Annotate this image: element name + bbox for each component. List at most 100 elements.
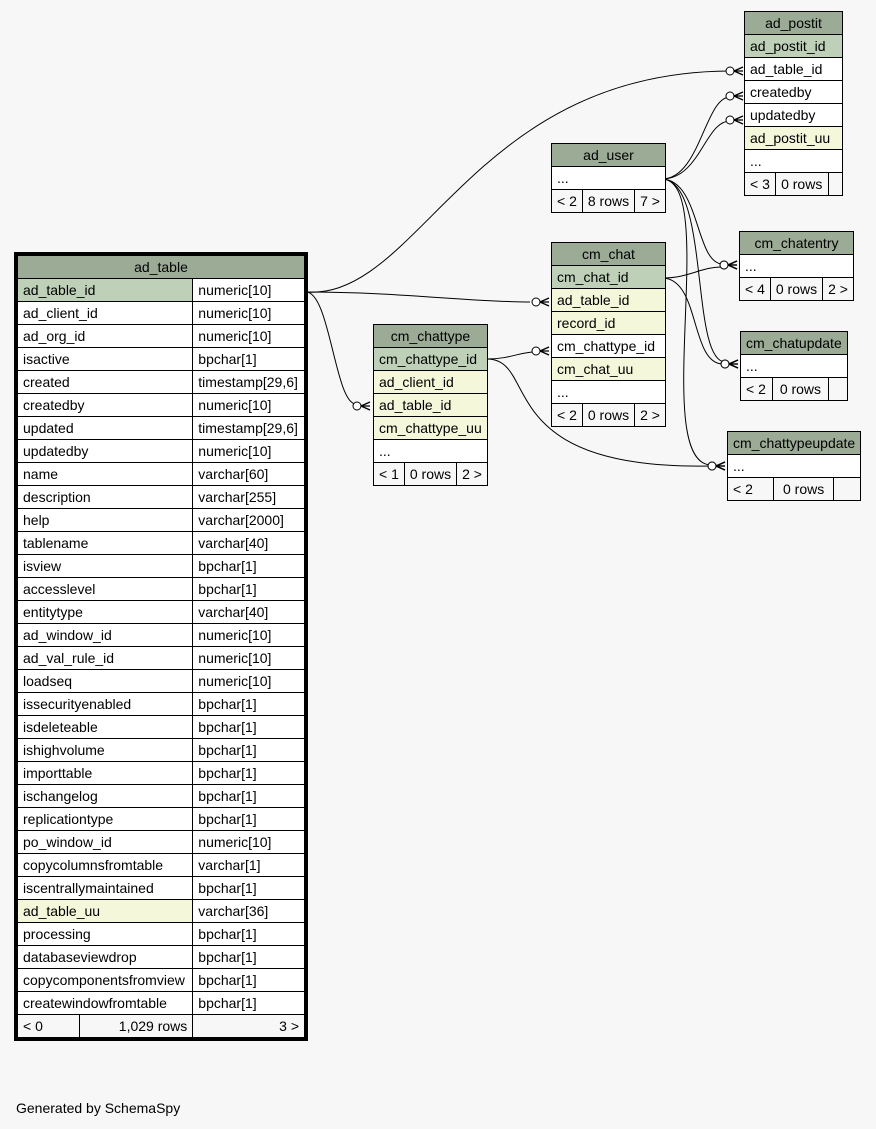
- column-row: ad_postit_uu: [744, 126, 843, 150]
- column-type: varchar[36]: [192, 899, 305, 923]
- row-count: 0 rows: [581, 403, 636, 427]
- row-count: 0 rows: [774, 172, 829, 196]
- many-marker: [539, 297, 550, 307]
- column-name: cm_chattype_id: [551, 334, 666, 358]
- column-name: ad_table_id: [16, 278, 194, 302]
- column-name: ad_table_uu: [16, 899, 194, 923]
- relationship-line: [305, 291, 357, 405]
- column-row: ad_table_id: [373, 393, 488, 417]
- parents-count: < 4: [739, 277, 771, 301]
- column-name: iscentrallymaintained: [16, 876, 194, 900]
- column-name: ad_table_id: [551, 288, 666, 312]
- optional-marker: [719, 260, 729, 270]
- column-type: varchar[40]: [192, 531, 305, 555]
- column-row: cm_chattype_id: [551, 334, 666, 358]
- column-name: ad_org_id: [16, 324, 194, 348]
- column-type: numeric[10]: [192, 278, 305, 302]
- column-name: isview: [16, 554, 194, 578]
- relationship-line: [661, 178, 711, 466]
- column-name: ad_postit_id: [744, 34, 843, 58]
- column-row: cm_chat_id: [551, 265, 666, 289]
- column-name: ad_client_id: [373, 370, 488, 394]
- many-marker: [727, 260, 738, 270]
- table-title: ad_table: [17, 255, 305, 279]
- column-name: name: [16, 462, 194, 486]
- relationship-line: [305, 291, 531, 303]
- column-type: numeric[10]: [192, 830, 305, 854]
- column-row: ad_table_id: [744, 57, 843, 81]
- column-type: bpchar[1]: [192, 761, 305, 785]
- column-name: loadseq: [16, 669, 194, 693]
- column-row: createdby: [744, 80, 843, 104]
- column-row: ...: [373, 439, 488, 463]
- column-type: bpchar[1]: [192, 922, 305, 946]
- column-name: ad_val_rule_id: [16, 646, 194, 670]
- column-type: varchar[60]: [192, 462, 305, 486]
- many-marker: [715, 461, 726, 471]
- column-row: cm_chat_uu: [551, 357, 666, 381]
- column-name: help: [16, 508, 194, 532]
- column-name: ad_table_id: [744, 57, 843, 81]
- column-name: updatedby: [744, 103, 843, 127]
- many-marker: [733, 115, 744, 125]
- column-type: bpchar[1]: [192, 554, 305, 578]
- many-marker: [539, 346, 550, 356]
- column-row: ad_postit_id: [744, 34, 843, 58]
- row-count: 1,029 rows: [78, 1014, 194, 1038]
- column-type: bpchar[1]: [192, 715, 305, 739]
- relationship-line: [661, 120, 731, 180]
- column-name: cm_chattype_uu: [373, 416, 488, 440]
- column-name: entitytype: [16, 600, 194, 624]
- column-type: varchar[255]: [192, 485, 305, 509]
- column-type: bpchar[1]: [192, 807, 305, 831]
- table-title: cm_chatupdate: [740, 331, 848, 355]
- optional-marker: [725, 115, 735, 125]
- column-type: bpchar[1]: [192, 968, 305, 992]
- parents-count: < 2: [551, 189, 583, 213]
- children-count: 7 >: [634, 189, 666, 213]
- optional-marker: [531, 346, 541, 356]
- column-row: ...: [551, 166, 666, 190]
- column-name: ishighvolume: [16, 738, 194, 762]
- row-count: 0 rows: [769, 277, 824, 301]
- credit-text: Generated by SchemaSpy: [16, 1100, 181, 1116]
- optional-marker: [531, 297, 541, 307]
- column-name: cm_chattype_id: [373, 347, 488, 371]
- optional-marker: [352, 401, 362, 411]
- column-name: isactive: [16, 347, 194, 371]
- column-name: ...: [551, 380, 666, 404]
- parents-count: < 2: [551, 403, 583, 427]
- column-row: ...: [551, 380, 666, 404]
- table-title: cm_chatentry: [739, 231, 854, 255]
- column-row: ad_client_id: [373, 370, 488, 394]
- children-count: [827, 377, 848, 401]
- relationship-line: [661, 277, 723, 365]
- column-type: bpchar[1]: [192, 347, 305, 371]
- many-marker: [733, 66, 744, 76]
- column-type: numeric[10]: [192, 324, 305, 348]
- children-count: [833, 477, 862, 501]
- column-name: po_window_id: [16, 830, 194, 854]
